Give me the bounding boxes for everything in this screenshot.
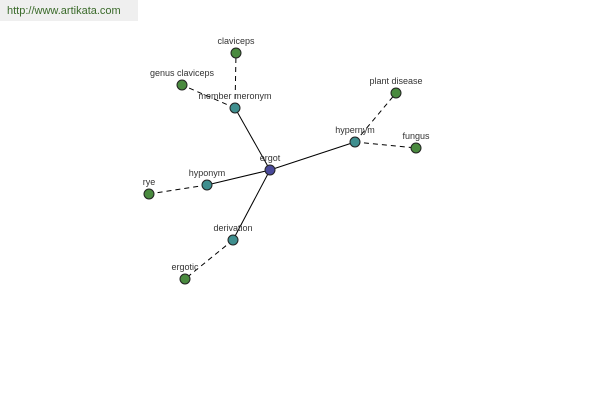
node-label-claviceps[interactable]: claviceps <box>217 36 255 46</box>
edge-derivation-ergotic <box>184 239 234 280</box>
edge-ergot-hypernym <box>269 141 356 171</box>
node-plant_disease[interactable] <box>390 87 402 99</box>
edge-ergot-derivation <box>232 169 271 241</box>
node-label-hyponym[interactable]: hyponym <box>189 168 226 178</box>
node-label-member_meronym[interactable]: member meronym <box>198 91 271 101</box>
edge-member_meronym-claviceps <box>234 52 237 109</box>
node-label-derivation[interactable]: derivation <box>213 223 252 233</box>
node-fungus[interactable] <box>410 142 422 154</box>
edge-hypernym-fungus <box>354 141 417 149</box>
node-claviceps[interactable] <box>230 47 242 59</box>
edge-ergot-member_meronym <box>234 107 271 171</box>
site-url-link[interactable]: http://www.artikata.com <box>0 0 138 21</box>
node-hypernym[interactable] <box>349 136 361 148</box>
node-label-rye[interactable]: rye <box>143 177 156 187</box>
edge-hyponym-rye <box>148 184 208 195</box>
node-label-ergotic[interactable]: ergotic <box>171 262 199 272</box>
node-rye[interactable] <box>143 188 155 200</box>
node-ergotic[interactable] <box>179 273 191 285</box>
node-ergot[interactable] <box>264 164 276 176</box>
node-hyponym[interactable] <box>201 179 213 191</box>
node-label-genus_claviceps[interactable]: genus claviceps <box>150 68 215 78</box>
node-label-ergot[interactable]: ergot <box>260 153 281 163</box>
edge-hypernym-plant_disease <box>354 92 397 143</box>
node-label-fungus[interactable]: fungus <box>402 131 430 141</box>
edge-ergot-hyponym <box>206 169 271 186</box>
node-label-hypernym[interactable]: hypernym <box>335 125 375 135</box>
node-genus_claviceps[interactable] <box>176 79 188 91</box>
node-derivation[interactable] <box>227 234 239 246</box>
edge-member_meronym-genus_claviceps <box>181 84 236 109</box>
node-label-plant_disease[interactable]: plant disease <box>369 76 422 86</box>
node-member_meronym[interactable] <box>229 102 241 114</box>
